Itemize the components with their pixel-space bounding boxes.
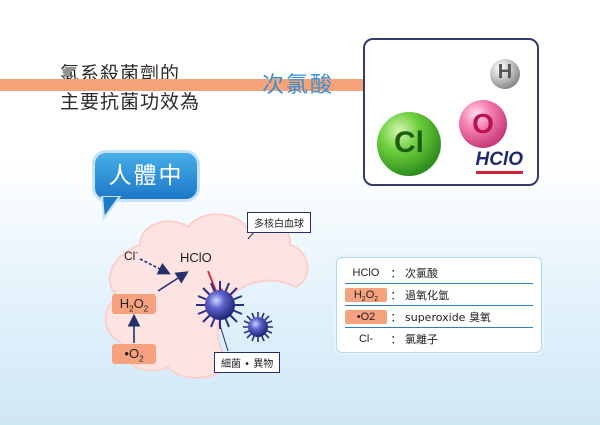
bacteria-large <box>196 281 244 329</box>
h2o2-chip: H2O2 <box>112 294 156 314</box>
o2-dot: • <box>124 346 129 361</box>
pointer-bacteria <box>219 324 229 352</box>
h2o2-h: H <box>119 296 130 311</box>
legend-h2o2-sub1: 2 <box>361 295 366 303</box>
legend-h2o2-h: H <box>353 288 362 301</box>
legend-colon: ： <box>390 288 402 302</box>
o2-chip: •O2 <box>112 344 156 364</box>
legend-row-o2: •O2 ： superoxide 臭氧 <box>345 306 533 328</box>
cl-atom-label: Cl <box>394 126 424 159</box>
h2o2-o: O <box>133 296 144 311</box>
legend-key-h2o2: H2O2 <box>345 287 387 303</box>
legend-h2o2-o: O <box>365 288 375 301</box>
hclo-molecule <box>377 59 520 176</box>
hclo-label: HClO <box>180 250 212 265</box>
cl-atom <box>377 112 441 176</box>
legend: HClO ： 次氯酸 H2O2 ： 過氧化氫 •O2 ： superoxide … <box>336 257 542 353</box>
legend-colon: ： <box>390 310 402 324</box>
arrow-cl-to-hclo <box>139 258 171 275</box>
legend-value-hclo: 次氯酸 <box>405 266 438 280</box>
o-atom-label: O <box>472 108 494 139</box>
h-atom-label: H <box>497 61 513 83</box>
cl-ion-sup: - <box>135 248 139 257</box>
legend-key-hclo: HClO <box>352 266 380 279</box>
callout-bubble: 人體中 <box>92 150 200 202</box>
formula-label: HClO <box>475 149 523 174</box>
arrow-h2o2-to-hclo <box>157 271 189 292</box>
legend-row-h2o2: H2O2 ： 過氧化氫 <box>345 284 533 306</box>
o2-o: O <box>128 346 140 361</box>
o-atom <box>459 100 507 148</box>
neutrophil-cell <box>104 213 309 379</box>
callout-tail <box>100 196 122 221</box>
arrow-label: 次氯酸 <box>262 73 335 98</box>
legend-value-cl: 氯離子 <box>405 332 438 346</box>
neutrophil-diagram <box>104 213 309 379</box>
cl-ion-text: Cl <box>124 249 136 263</box>
legend-h2o2-sub2: 2 <box>374 295 379 303</box>
legend-row-cl: Cl- ： 氯離子 <box>345 328 533 349</box>
h2o2-sub2: 2 <box>143 304 149 314</box>
title-line-2: 主要抗菌功效為 <box>60 91 201 113</box>
molecule-box: H O Cl HClO <box>363 38 539 186</box>
h2o2-sub1: 2 <box>129 304 134 314</box>
legend-key-cl: Cl- <box>358 332 374 345</box>
legend-value-h2o2: 過氧化氫 <box>405 288 449 302</box>
bacteria-small <box>243 312 273 342</box>
legend-colon: ： <box>390 332 402 346</box>
legend-row-hclo: HClO ： 次氯酸 <box>345 262 533 284</box>
neutrophil-label: 多核白血球 <box>247 212 311 233</box>
bacteria-label: 細菌 • 異物 <box>214 352 281 373</box>
legend-key-o2: •O2 <box>345 309 387 324</box>
h-atom <box>490 59 520 89</box>
cl-ion-label: Cl- <box>124 248 138 263</box>
legend-colon: ： <box>390 266 402 280</box>
o2-sub: 2 <box>139 354 144 364</box>
legend-value-o2: superoxide 臭氧 <box>405 310 491 324</box>
